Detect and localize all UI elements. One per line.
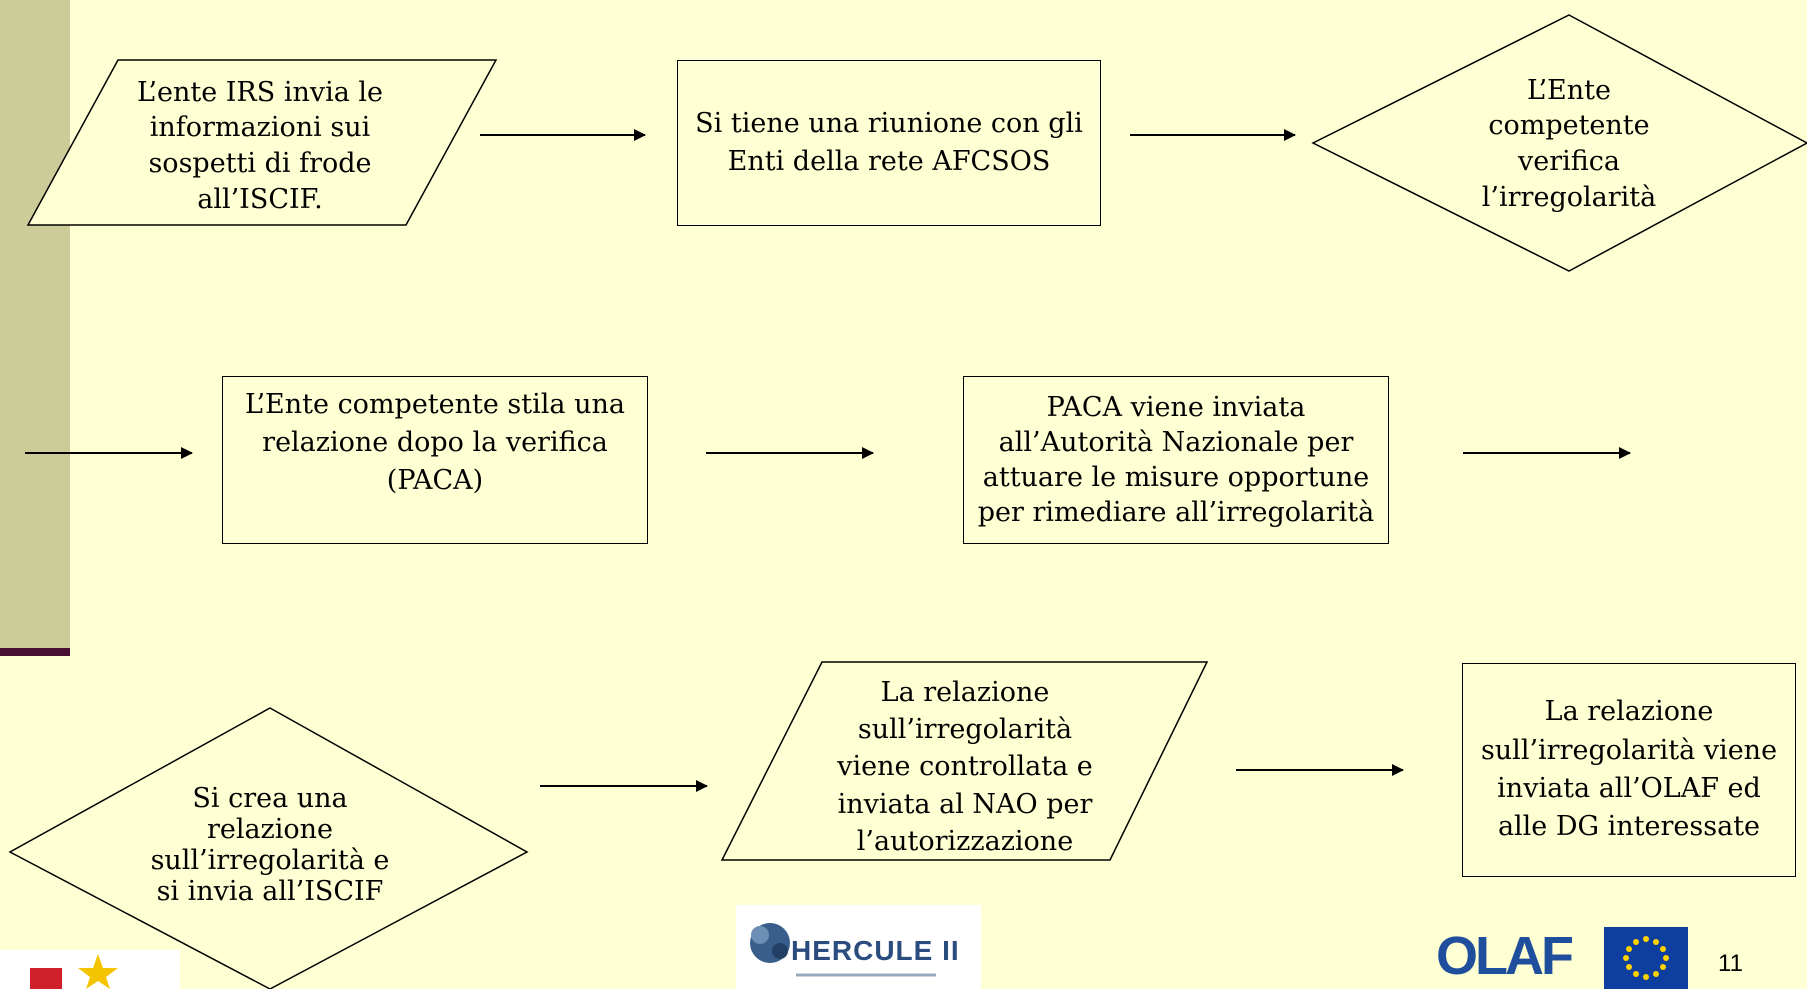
eu-flag-icon (1604, 927, 1688, 989)
step-verify-text: L’Ente competente verifica l’irregolarit… (1481, 74, 1657, 213)
page-number: 11 (1718, 950, 1743, 977)
sidebar-bar (0, 0, 70, 648)
olaf-logo-label: OLAF (1436, 927, 1574, 986)
step-paca-sent-box: PACA viene inviata all’Autorità Nazional… (963, 376, 1389, 544)
step-report-checked-shape (720, 661, 1209, 861)
hercule-logo: HERCULE II (736, 905, 981, 989)
sidebar-stripe (0, 648, 70, 656)
step-create-report-shape (8, 707, 529, 989)
step-verify-shape (1311, 14, 1807, 272)
hercule-logo-label: HERCULE II (791, 935, 960, 966)
step-meeting-box: Si tiene una riunione con gli Enti della… (677, 60, 1101, 226)
step-irs-sends-text: L’ente IRS invia le informazioni sui sos… (136, 76, 384, 215)
step-create-report-text: Si crea una relazione sull’irregolarità … (150, 782, 390, 908)
olaf-logo: OLAF (1436, 927, 1694, 989)
left-logo (0, 950, 180, 989)
hercule-emblem-icon (750, 923, 936, 977)
step-report-sent-olaf-box: La relazione sull’irregolarità viene inv… (1462, 663, 1796, 877)
step-report-checked-text: La relazione sull’irregolarità viene con… (837, 676, 1093, 857)
star-logo-icon (30, 954, 118, 989)
step-irs-sends-shape (26, 59, 498, 226)
step-paca-report-box: L’Ente competente stila una relazione do… (222, 376, 648, 544)
